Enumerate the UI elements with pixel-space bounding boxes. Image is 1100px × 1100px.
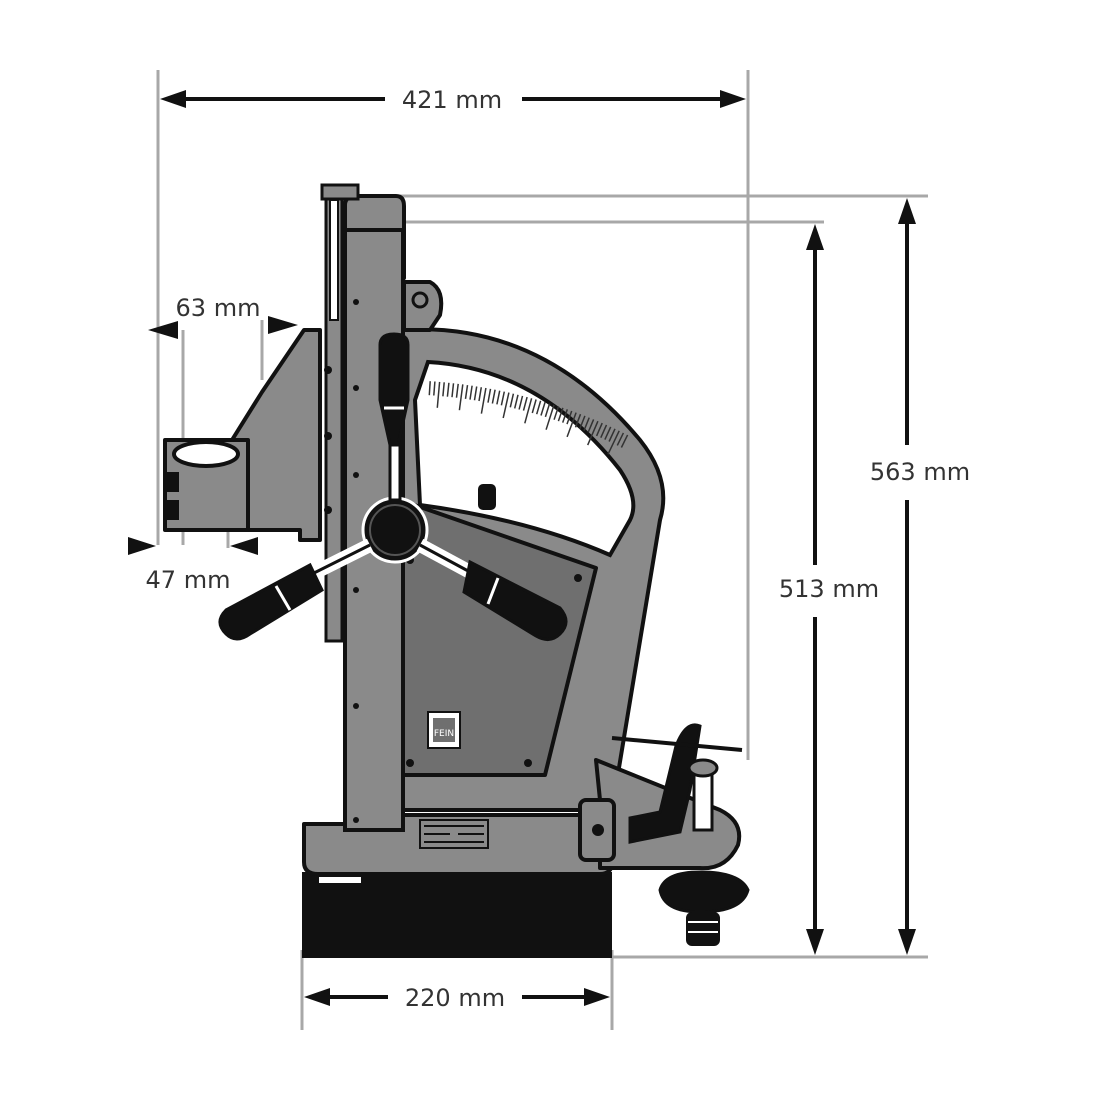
- scale-tick: [535, 400, 542, 415]
- scale-tick: [518, 395, 524, 410]
- scale-tick: [428, 381, 431, 396]
- dim-label-width-total: 421 mm: [402, 86, 502, 114]
- scale-tick: [545, 404, 555, 430]
- scale-tick: [587, 419, 595, 433]
- scale-tick: [496, 390, 501, 405]
- clamp-spring: [611, 736, 743, 752]
- column-screws: [324, 299, 582, 823]
- scale-tick: [579, 415, 586, 430]
- depth-scale-ticks: [428, 381, 629, 455]
- nameplate-icon: [419, 819, 489, 849]
- extension-lines: [156, 70, 928, 1030]
- clamp-lever[interactable]: [628, 723, 702, 844]
- feed-handle-right[interactable]: [416, 538, 568, 641]
- scale-tick: [540, 401, 546, 416]
- scale-tick: [600, 424, 608, 439]
- depth-stop-knob[interactable]: [478, 484, 496, 510]
- dim-label-height-total: 563 mm: [870, 458, 970, 486]
- feed-handle-left[interactable]: [218, 538, 374, 641]
- svg-text:FEIN: FEIN: [434, 729, 454, 739]
- depth-scale-window: [412, 359, 636, 558]
- scale-tick: [478, 387, 483, 402]
- magnet-base: [302, 872, 612, 958]
- scale-tick: [553, 406, 560, 420]
- scale-tick: [561, 409, 569, 423]
- scale-tick: [620, 434, 629, 448]
- dimension-arrows: [128, 90, 916, 1006]
- scale-tick: [480, 387, 487, 414]
- scale-tick: [509, 393, 515, 408]
- scale-tick: [557, 407, 564, 422]
- scale-tick: [608, 428, 616, 442]
- feed-handle-upper[interactable]: [378, 332, 410, 502]
- scale-tick: [491, 389, 496, 404]
- drill-stand: FEIN: [163, 183, 750, 958]
- scale-tick: [522, 396, 528, 411]
- scale-tick: [446, 382, 450, 397]
- dim-label-holder-width: 63 mm: [176, 294, 261, 322]
- scale-tick: [442, 382, 445, 397]
- dim-label-holder-offset: 47 mm: [146, 566, 231, 594]
- scale-tick: [604, 426, 612, 440]
- scale-tick: [583, 417, 590, 431]
- scale-tick: [524, 398, 533, 424]
- scale-tick: [513, 394, 519, 409]
- scale-tick: [587, 420, 599, 446]
- scale-tick: [458, 384, 464, 411]
- fein-logo-icon: FEIN: [427, 711, 461, 749]
- dimension-labels: 421 mm 563 mm 513 mm 220 mm 63 mm 47 mm: [146, 86, 971, 1012]
- dim-label-base-width: 220 mm: [405, 984, 505, 1012]
- scale-tick: [487, 388, 492, 403]
- scale-tick: [502, 392, 510, 419]
- scale-tick: [566, 410, 573, 425]
- scale-tick: [433, 381, 436, 396]
- scale-tick: [595, 422, 603, 437]
- top-stop: [320, 183, 360, 201]
- scale-tick: [500, 391, 506, 406]
- clamp-bolt[interactable]: [658, 758, 750, 946]
- scale-tick: [464, 384, 469, 400]
- dim-label-height-column: 513 mm: [779, 575, 879, 603]
- scale-tick: [436, 381, 441, 408]
- scale-tick: [531, 399, 537, 414]
- scale-tick: [473, 386, 478, 401]
- scale-tick: [451, 383, 455, 398]
- drill-holder-bore: [172, 440, 240, 468]
- scale-tick: [607, 430, 620, 455]
- scale-tick: [574, 413, 582, 428]
- scale-tick: [455, 383, 459, 398]
- scale-tick: [469, 385, 473, 400]
- scale-tick: [616, 432, 625, 446]
- scale-tick: [544, 403, 551, 418]
- scale-tick: [566, 412, 577, 438]
